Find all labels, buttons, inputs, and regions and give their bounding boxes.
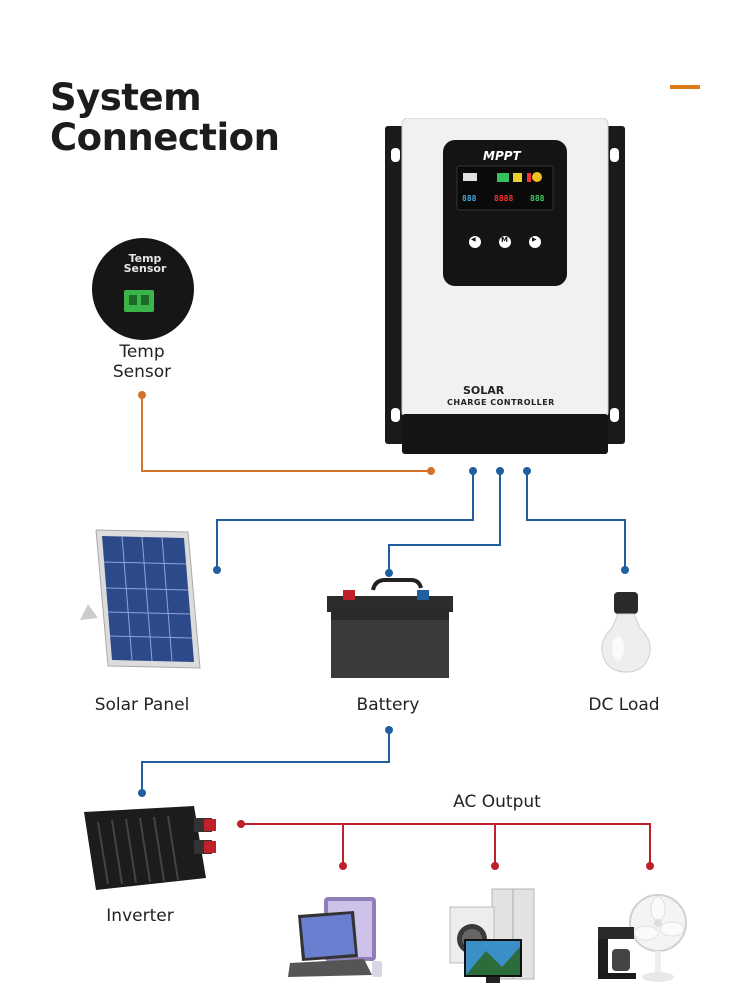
inverter-wire: [141, 730, 390, 793]
charge-controller: [385, 118, 625, 454]
ac-dot-2: [491, 862, 499, 870]
ac-start-dot: [237, 820, 245, 828]
solar-panel-wire: [216, 471, 474, 570]
lcd-left-digits: 888: [462, 194, 477, 203]
ac-dot-3: [646, 862, 654, 870]
controller-terminal-3: [523, 467, 531, 475]
dc-load-bulb: [601, 592, 651, 673]
dc-load-wire-dot: [621, 566, 629, 574]
temp-sensor-plate-line-1: Temp: [128, 252, 162, 265]
battery-wire-dot: [385, 569, 393, 577]
solar-panel-image: [80, 529, 201, 669]
controller-terminal-2: [496, 467, 504, 475]
ac-dot-1: [339, 862, 347, 870]
temp-sensor-device: [92, 238, 194, 340]
right-button-label: ▶: [532, 236, 537, 243]
laptop-tablet-appliance: [288, 897, 382, 977]
dc-load-wire: [526, 471, 626, 570]
menu-button: [499, 236, 511, 248]
left-button-label: ◀: [471, 236, 476, 243]
temp-sensor-label: Temp Sensor: [102, 342, 182, 382]
controller-product-line-2: CHARGE CONTROLLER: [447, 398, 555, 407]
battery-out-dot: [385, 726, 393, 734]
inverter-image: [84, 806, 216, 890]
title-line-1: System: [50, 76, 202, 119]
accent-bar: [670, 85, 700, 89]
controller-brand: MPPT: [483, 149, 521, 163]
ac-output-label: AC Output: [453, 792, 541, 812]
controller-terminal-1: [469, 467, 477, 475]
sensor-connector: [124, 290, 154, 312]
home-appliances: [449, 888, 535, 983]
page-title: System Connection: [50, 76, 280, 159]
temp-wire-dot-start: [138, 391, 146, 399]
temp-sensor-plate-line-2: Sensor: [123, 262, 167, 275]
coffee-maker-and-fan: [598, 894, 687, 982]
inverter-in-dot: [138, 789, 146, 797]
solar-wire-dot: [213, 566, 221, 574]
ac-output-wire: [241, 823, 651, 866]
inverter-label: Inverter: [106, 906, 174, 926]
temp-wire-dot-end: [427, 467, 435, 475]
temp-sensor-label-line-1: Temp: [119, 342, 165, 362]
solar-panel-label: Solar Panel: [94, 695, 190, 715]
temp-sensor-wire: [141, 395, 431, 472]
dc-load-label: DC Load: [588, 695, 660, 715]
temp-sensor-label-line-2: Sensor: [112, 362, 172, 382]
right-button: [529, 236, 541, 248]
left-button: [469, 236, 481, 248]
lcd-mid-digits: 8888: [494, 194, 514, 203]
battery-image: [327, 578, 453, 678]
controller-product-line-1: SOLAR: [463, 384, 505, 397]
battery-label: Battery: [356, 695, 420, 715]
menu-button-label: M: [501, 236, 508, 244]
title-line-2: Connection: [50, 116, 280, 159]
lcd-right-digits: 888: [530, 194, 545, 203]
battery-wire: [388, 471, 501, 573]
